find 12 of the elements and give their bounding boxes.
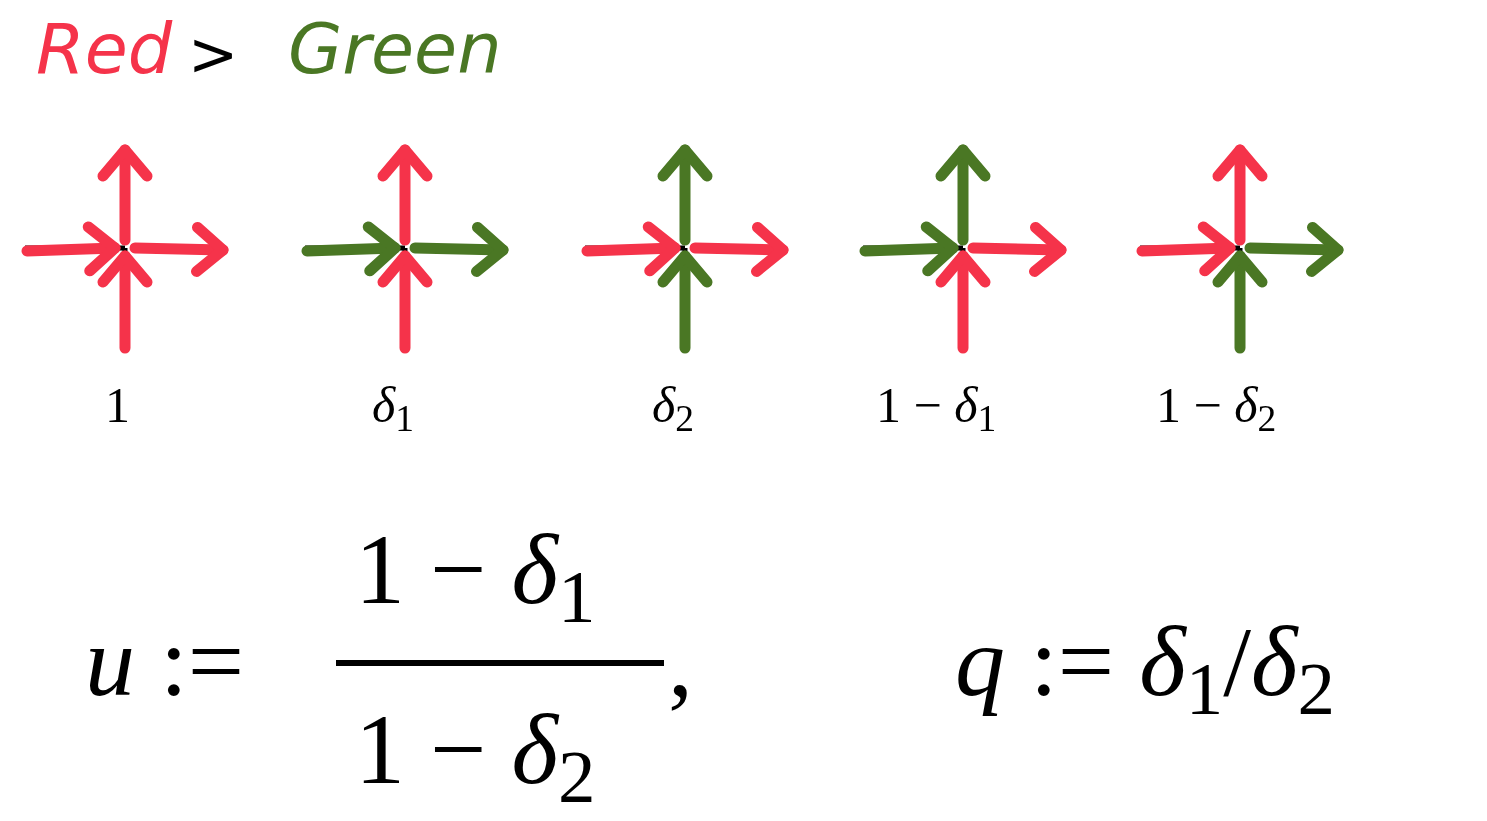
weight-label: 1 − δ$_{2}$	[1156, 380, 1277, 430]
weight-label: 1	[105, 380, 130, 430]
weight-label: 1 − δ$_{1}$	[876, 380, 997, 430]
denominator: 1 − δ$_{2}$	[355, 700, 596, 800]
comma: ,	[668, 612, 693, 712]
legend-word: Green	[288, 14, 502, 84]
weight-label: δ$_{1}$	[372, 380, 414, 430]
weight-label: δ$_{2}$	[652, 380, 694, 430]
greater-than-sign: >	[188, 24, 239, 84]
math-expression: u :=	[85, 612, 245, 712]
legend-word: Red	[36, 14, 173, 84]
numerator: 1 − δ$_{1}$	[355, 520, 596, 620]
